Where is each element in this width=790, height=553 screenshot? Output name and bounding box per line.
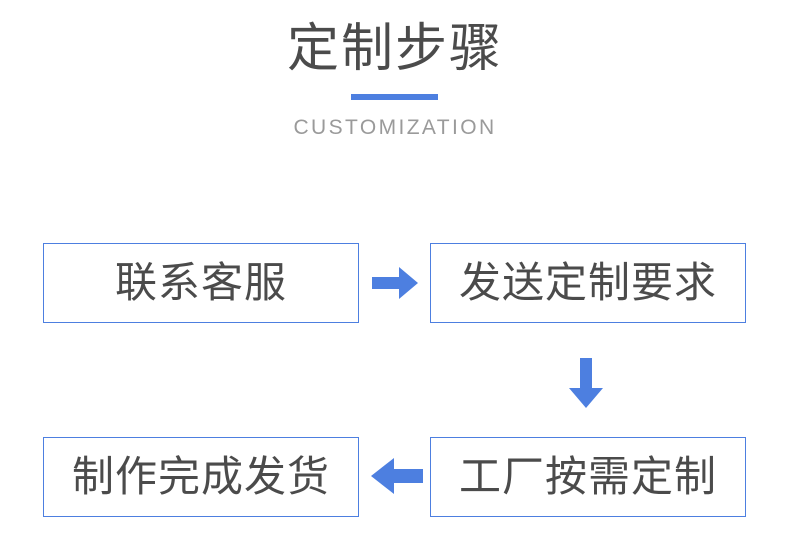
arrow-right-icon bbox=[372, 267, 418, 299]
step-label-send-requirements: 发送定制要求 bbox=[458, 258, 717, 307]
arrow-down-icon bbox=[569, 358, 603, 408]
step-box-factory-custom[interactable]: 工厂按需定制 bbox=[430, 437, 746, 517]
step-box-contact[interactable]: 联系客服 bbox=[43, 243, 359, 323]
step-label-ship: 制作完成发货 bbox=[71, 452, 330, 501]
step-box-send-requirements[interactable]: 发送定制要求 bbox=[430, 243, 746, 323]
page-subtitle: CUSTOMIZATION bbox=[293, 116, 497, 139]
arrow-left-icon bbox=[371, 458, 423, 494]
title-divider bbox=[351, 94, 438, 100]
page-title: 定制步骤 bbox=[286, 19, 503, 79]
step-label-factory-custom: 工厂按需定制 bbox=[458, 452, 717, 501]
step-box-ship[interactable]: 制作完成发货 bbox=[43, 437, 359, 517]
step-label-contact: 联系客服 bbox=[114, 258, 287, 307]
